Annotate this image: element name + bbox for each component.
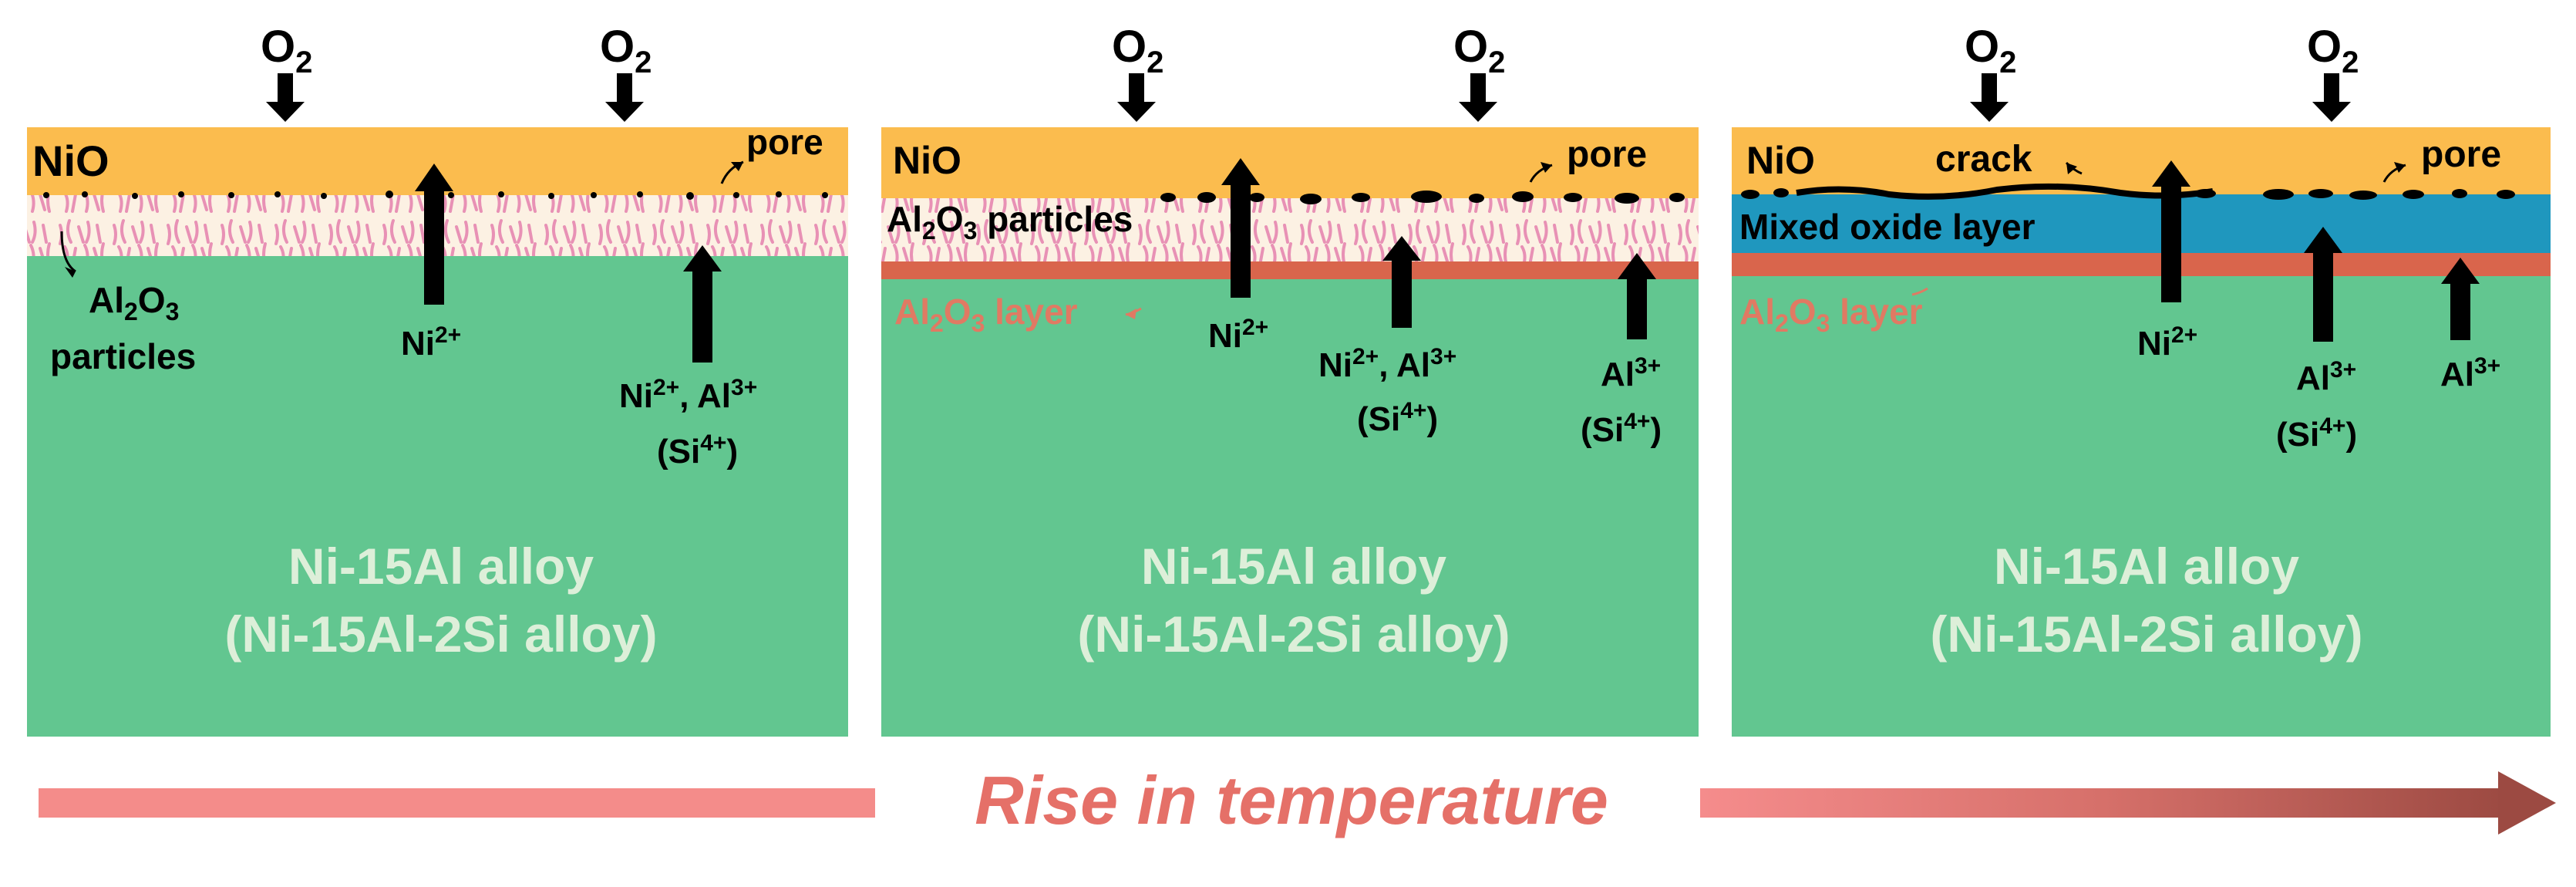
al2o3-particles-label: Al2O3 particles xyxy=(887,199,1133,245)
down-arrow-icon xyxy=(2324,73,2339,104)
oxygen-label: O2 xyxy=(261,22,312,79)
down-arrow-icon xyxy=(1459,102,1497,122)
alloy-substrate xyxy=(1732,274,2551,737)
nio-label: NiO xyxy=(893,139,961,182)
pore-label: pore xyxy=(1567,134,1647,175)
nio-label: NiO xyxy=(1746,139,1815,182)
up-arrow-icon xyxy=(692,270,712,363)
alloy-label: Ni-15Al alloy xyxy=(1994,538,2299,595)
down-arrow-icon xyxy=(266,102,305,122)
pore-label: pore xyxy=(746,122,823,162)
down-arrow-icon xyxy=(1129,73,1144,104)
crack-label: crack xyxy=(1935,139,2032,180)
crack-line xyxy=(1796,183,2214,200)
down-arrow-icon xyxy=(278,73,293,104)
al2o3-layer-label: Al2O3 layer xyxy=(894,292,1078,337)
oxygen-label: O2 xyxy=(2307,22,2359,79)
gradient-arrow-icon xyxy=(39,788,875,818)
alloy-label: Ni-15Al alloy xyxy=(288,538,594,595)
alloy-label-alt: (Ni-15Al-2Si alloy) xyxy=(1930,605,2362,663)
down-arrow-icon xyxy=(1117,102,1156,122)
al2o3-layer-label: Al2O3 layer xyxy=(1739,292,1923,337)
pore-dots xyxy=(1741,188,2515,200)
down-arrow-icon xyxy=(2312,102,2351,122)
pore-label: pore xyxy=(2421,134,2501,175)
si-label: (Si4+) xyxy=(657,430,738,470)
curved-arrow-icon xyxy=(65,267,76,278)
up-arrow-icon xyxy=(2450,282,2470,340)
mixed-oxide-layer xyxy=(1732,193,2551,253)
down-arrow-icon xyxy=(1982,73,1997,104)
temperature-arrow: Rise in temperature xyxy=(39,762,2556,838)
alloy-label-alt: (Ni-15Al-2Si alloy) xyxy=(224,605,657,663)
gradient-arrow-icon xyxy=(2498,771,2556,835)
al2o3-layer xyxy=(881,261,1699,279)
curved-arrow-icon xyxy=(1911,287,1928,296)
temperature-label: Rise in temperature xyxy=(975,762,1608,838)
up-arrow-icon xyxy=(1627,278,1647,339)
alloy-label: Ni-15Al alloy xyxy=(1141,538,1446,595)
curved-arrow-icon xyxy=(2066,163,2077,174)
down-arrow-icon xyxy=(1470,73,1486,104)
pore-dots xyxy=(43,191,828,200)
oxygen-label: O2 xyxy=(1965,22,2016,79)
panel-1: NiO pore Al2O3 particles O2 O2 Ni2+ Ni2+… xyxy=(27,22,848,737)
al2o3-layer xyxy=(1732,251,2551,276)
gradient-arrow-icon xyxy=(1700,788,2506,818)
nio-label: NiO xyxy=(32,137,109,185)
nio-layer xyxy=(1732,127,2551,194)
curved-arrow-icon xyxy=(2394,162,2406,173)
up-arrow-icon xyxy=(2304,227,2342,253)
alloy-substrate xyxy=(881,278,1699,737)
curved-arrow-icon xyxy=(1126,309,1136,319)
up-arrow-icon xyxy=(2441,258,2480,284)
up-arrow-icon xyxy=(2161,185,2181,302)
up-arrow-icon xyxy=(1618,253,1656,279)
up-arrow-icon xyxy=(2313,251,2333,342)
up-arrow-icon xyxy=(1382,236,1421,261)
ni-al-label: Ni2+, Al3+ xyxy=(619,375,757,415)
panel-3: NiO crack pore Mixed oxide layer Al2O3 l… xyxy=(1732,22,2551,737)
up-arrow-icon xyxy=(1231,184,1251,298)
down-arrow-icon xyxy=(617,73,632,104)
up-arrow-icon xyxy=(683,245,722,271)
mixed-oxide-label: Mixed oxide layer xyxy=(1739,207,2036,247)
curved-arrow-icon xyxy=(1541,162,1552,173)
pore-dots xyxy=(1160,191,1685,204)
up-arrow-icon xyxy=(415,164,453,191)
alloy-label-alt: (Ni-15Al-2Si alloy) xyxy=(1077,605,1510,663)
up-arrow-icon xyxy=(424,189,444,305)
down-arrow-icon xyxy=(605,102,644,122)
up-arrow-icon xyxy=(1221,158,1260,185)
oxygen-label: O2 xyxy=(1112,22,1163,79)
oxygen-label: O2 xyxy=(600,22,652,79)
panel-2: NiO pore Al2O3 particles Al2O3 layer O2 … xyxy=(881,22,1699,737)
down-arrow-icon xyxy=(1970,102,2009,122)
al2o3-particle-zone xyxy=(881,197,1699,261)
oxygen-label: O2 xyxy=(1453,22,1505,79)
curved-arrow-icon xyxy=(60,231,76,273)
curved-arrow-icon xyxy=(731,162,743,171)
nio-layer xyxy=(881,127,1699,198)
up-arrow-icon xyxy=(2152,160,2190,187)
al2o3-particles-label: Al2O3 xyxy=(89,280,179,325)
al2o3-particles-label-2: particles xyxy=(50,336,196,376)
up-arrow-icon xyxy=(1392,258,1412,328)
